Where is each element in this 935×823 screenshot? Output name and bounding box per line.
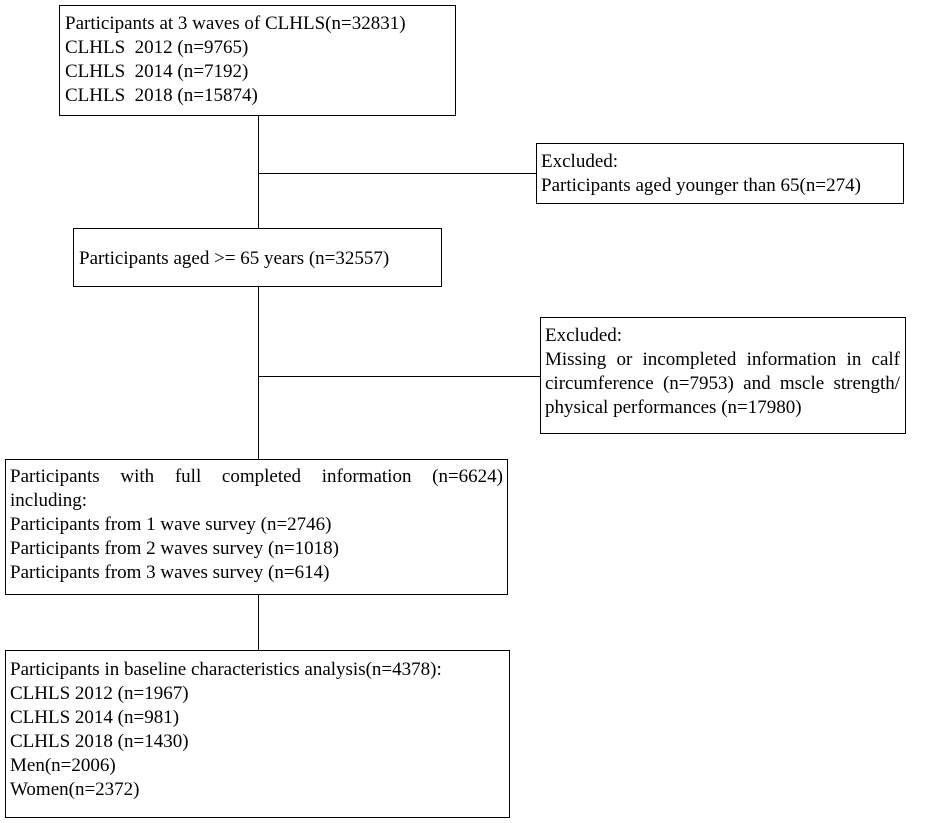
aged-65-box: Participants aged >= 65 years (n=32557) bbox=[73, 228, 442, 287]
connector-to-excluded-missing bbox=[258, 376, 540, 377]
box-text-line: Participants from 1 wave survey (n=2746) bbox=[10, 514, 332, 535]
box-text-line: Excluded: bbox=[541, 151, 619, 172]
box-text-line: CLHLS 2018 (n=1430) bbox=[10, 731, 189, 752]
box-text-line: CLHLS 2014 (n=7192) bbox=[65, 61, 249, 82]
connector-to-excluded-age bbox=[258, 173, 536, 174]
box-text-line: Missing or incompleted information in ca… bbox=[545, 349, 900, 370]
connector-initial-to-aged bbox=[258, 116, 259, 228]
connector-full-to-baseline bbox=[258, 595, 259, 650]
initial-participants-box: Participants at 3 waves of CLHLS(n=32831… bbox=[59, 5, 456, 116]
full-info-box: Participants with full completed informa… bbox=[5, 459, 508, 595]
box-text-line: Participants with full completed informa… bbox=[10, 466, 503, 487]
excluded-age-box: Excluded: Participants aged younger than… bbox=[536, 143, 904, 204]
box-text-line: physical performances (n=17980) bbox=[545, 397, 802, 418]
box-text-line: Participants at 3 waves of CLHLS(n=32831… bbox=[65, 13, 406, 34]
box-text-line: Excluded: bbox=[545, 325, 623, 346]
box-text-line: Participants aged younger than 65(n=274) bbox=[541, 175, 861, 196]
box-text-line: Participants from 2 waves survey (n=1018… bbox=[10, 538, 339, 559]
box-text-line: Women(n=2372) bbox=[10, 779, 140, 800]
excluded-missing-info-box: Excluded: Missing or incompleted informa… bbox=[540, 317, 906, 434]
box-text-line: Participants aged >= 65 years (n=32557) bbox=[79, 248, 390, 269]
box-text-line: CLHLS 2014 (n=981) bbox=[10, 707, 180, 728]
box-text-line: Participants from 3 waves survey (n=614) bbox=[10, 562, 330, 583]
box-text-line: Men(n=2006) bbox=[10, 755, 116, 776]
box-text-line: Participants in baseline characteristics… bbox=[10, 659, 442, 680]
box-text-line: including: bbox=[10, 490, 88, 511]
box-text-line: CLHLS 2012 (n=1967) bbox=[10, 683, 189, 704]
connector-aged-to-full bbox=[258, 287, 259, 459]
baseline-analysis-box: Participants in baseline characteristics… bbox=[5, 650, 510, 818]
box-text-line: CLHLS 2018 (n=15874) bbox=[65, 85, 258, 106]
box-text-line: circumference (n=7953) and mscle strengt… bbox=[545, 373, 900, 394]
box-text-line: CLHLS 2012 (n=9765) bbox=[65, 37, 249, 58]
